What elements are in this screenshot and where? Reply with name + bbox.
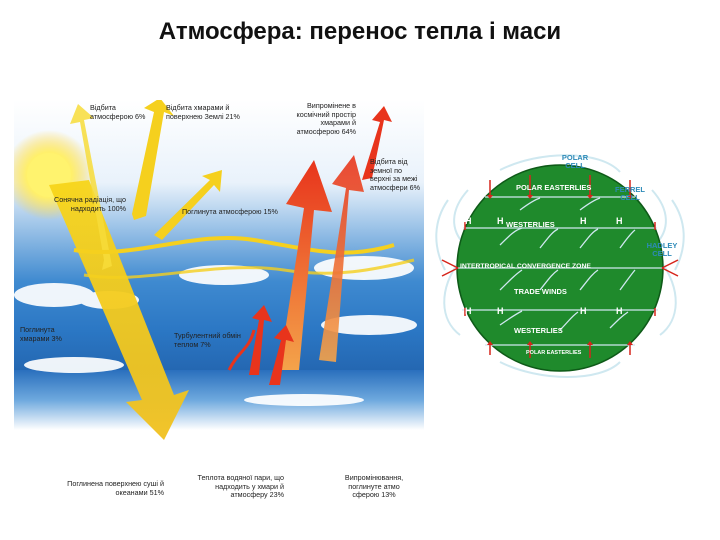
band-polar-easterlies-bottom: POLAR EASTERLIES [526, 350, 582, 356]
band-polar-easterlies-top: POLAR EASTERLIES [516, 183, 592, 192]
label-absorbed-clouds: Поглинута хмарами 3% [20, 325, 62, 343]
ferrel-cell-label: FERREL CELL [615, 185, 645, 202]
energy-budget-diagram: Відбита атмосферою 6% Відбита хмарами й … [14, 100, 424, 510]
label-absorbed-land: Поглинена поверхнею суші й океанами 51% [67, 479, 164, 497]
band-itcz: INTERTROPICAL CONVERGENCE ZONE [460, 263, 591, 270]
label-reflected-clouds: Відбита хмарами й поверхнею Землі 21% [166, 103, 240, 121]
label-solar-radiation: Сонячна радіація, що надходить 100% [54, 195, 126, 213]
band-westerlies-top: WESTERLIES [506, 220, 555, 229]
hadley-cell-label: HADLEY CELL [646, 241, 678, 258]
energy-budget-graphic [14, 100, 424, 510]
slide-title: Атмосфера: перенос тепла і маси [158, 18, 562, 45]
pressure-high-8: H [616, 306, 623, 316]
label-radiated-space: Випромінене в космічний простір хмарами … [296, 101, 356, 136]
band-westerlies-bottom: WESTERLIES [514, 326, 563, 335]
label-radiated-surface: Випромінювання, поглинуте атмо сферою 13… [344, 473, 404, 499]
label-reflected-atmosphere: Відбита атмосферою 6% [90, 103, 146, 121]
circulation-diagram: POLAR CELL FERREL CELL HADLEY CELL POLAR… [430, 150, 690, 380]
pressure-high-4: H [616, 216, 623, 226]
pressure-high-5: H [465, 306, 472, 316]
circulation-graphic [435, 154, 685, 378]
label-latent-heat: Теплота водяної пари, що надходить у хма… [197, 473, 284, 499]
label-reflected-surface: Відбита від земної по верхні за межі атм… [370, 157, 420, 192]
label-absorbed-atmosphere: Поглинута атмосферою 15% [182, 207, 278, 216]
polar-cell-label: POLAR CELL [561, 153, 589, 170]
pressure-high-1: H [465, 216, 472, 226]
pressure-high-7: H [580, 306, 587, 316]
pressure-high-3: H [580, 216, 587, 226]
label-turbulent-exchange: Турбулентний обмін теплом 7% [174, 331, 241, 349]
band-trade-winds: TRADE WINDS [514, 287, 567, 296]
pressure-high-6: H [497, 306, 504, 316]
pressure-high-2: H [497, 216, 504, 226]
